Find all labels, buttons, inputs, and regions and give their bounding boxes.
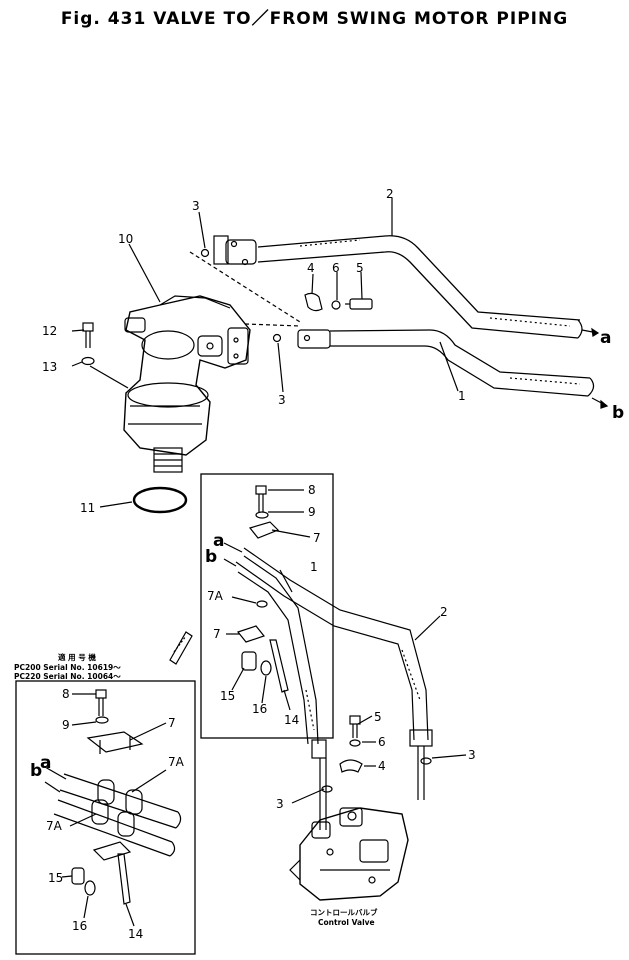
label-1-top: 1 bbox=[458, 389, 466, 403]
clamp-parts-upper bbox=[304, 292, 373, 312]
label-8-inset: 8 bbox=[62, 687, 70, 701]
hose-1-upper bbox=[297, 329, 595, 397]
label-6-top: 6 bbox=[332, 261, 340, 275]
label-6-lower: 6 bbox=[378, 735, 386, 749]
port-b-box: b bbox=[205, 547, 217, 567]
label-3-lower-right: 3 bbox=[468, 748, 476, 762]
label-7-box-b: 7 bbox=[213, 627, 221, 641]
label-3-mid: 3 bbox=[278, 393, 286, 407]
label-7A-inset-left: 7A bbox=[46, 819, 63, 833]
swing-motor bbox=[123, 295, 251, 473]
port-a-top: a bbox=[600, 328, 611, 348]
label-4-top: 4 bbox=[307, 261, 315, 275]
label-9-box: 9 bbox=[308, 505, 316, 519]
label-1-box: 1 bbox=[310, 560, 318, 574]
label-7-box-a: 7 bbox=[313, 531, 321, 545]
port-b-inset: b bbox=[30, 761, 42, 781]
box-hoses bbox=[235, 547, 433, 759]
port-a-box: a bbox=[213, 531, 224, 551]
control-valve bbox=[289, 807, 409, 901]
port-b-top: b bbox=[612, 403, 624, 423]
label-15-inset: 15 bbox=[48, 871, 63, 885]
label-11: 11 bbox=[80, 501, 95, 515]
label-16-box: 16 bbox=[252, 702, 267, 716]
control-valve-en: Control Valve bbox=[318, 918, 375, 927]
figure-title: Fig. 431 VALVE TO／FROM SWING MOTOR PIPIN… bbox=[60, 9, 569, 29]
label-14-box: 14 bbox=[284, 713, 299, 727]
label-7A-box: 7A bbox=[207, 589, 224, 603]
control-valve-jp: コントロールバルブ bbox=[310, 907, 378, 917]
label-15-box: 15 bbox=[220, 689, 235, 703]
label-3-top: 3 bbox=[192, 199, 200, 213]
label-5-top: 5 bbox=[356, 261, 364, 275]
label-7A-inset-right: 7A bbox=[168, 755, 185, 769]
label-10: 10 bbox=[118, 232, 133, 246]
inset-box bbox=[15, 680, 196, 955]
label-9-inset: 9 bbox=[62, 718, 70, 732]
label-2-lower: 2 bbox=[440, 605, 448, 619]
label-13: 13 bbox=[42, 360, 57, 374]
serial-line-2: PC220 Serial No. 10064～ bbox=[14, 672, 121, 681]
port-a-inset: a bbox=[40, 753, 51, 773]
label-4-lower: 4 bbox=[378, 759, 386, 773]
label-16-inset: 16 bbox=[72, 919, 87, 933]
hose-2-upper bbox=[213, 235, 583, 339]
serial-heading: 適 用 号 機 bbox=[58, 652, 96, 662]
label-7-inset: 7 bbox=[168, 716, 176, 730]
label-14-inset: 14 bbox=[128, 927, 143, 941]
part-labels: 3 2 10 4 6 5 12 13 3 1 11 a b 8 9 7 7A 7… bbox=[14, 187, 624, 941]
label-8-box: 8 bbox=[308, 483, 316, 497]
label-3-lower-left: 3 bbox=[276, 797, 284, 811]
label-2-top: 2 bbox=[386, 187, 394, 201]
label-12: 12 bbox=[42, 324, 57, 338]
serial-line-1: PC200 Serial No. 10619～ bbox=[14, 663, 121, 672]
label-5-lower: 5 bbox=[374, 710, 382, 724]
